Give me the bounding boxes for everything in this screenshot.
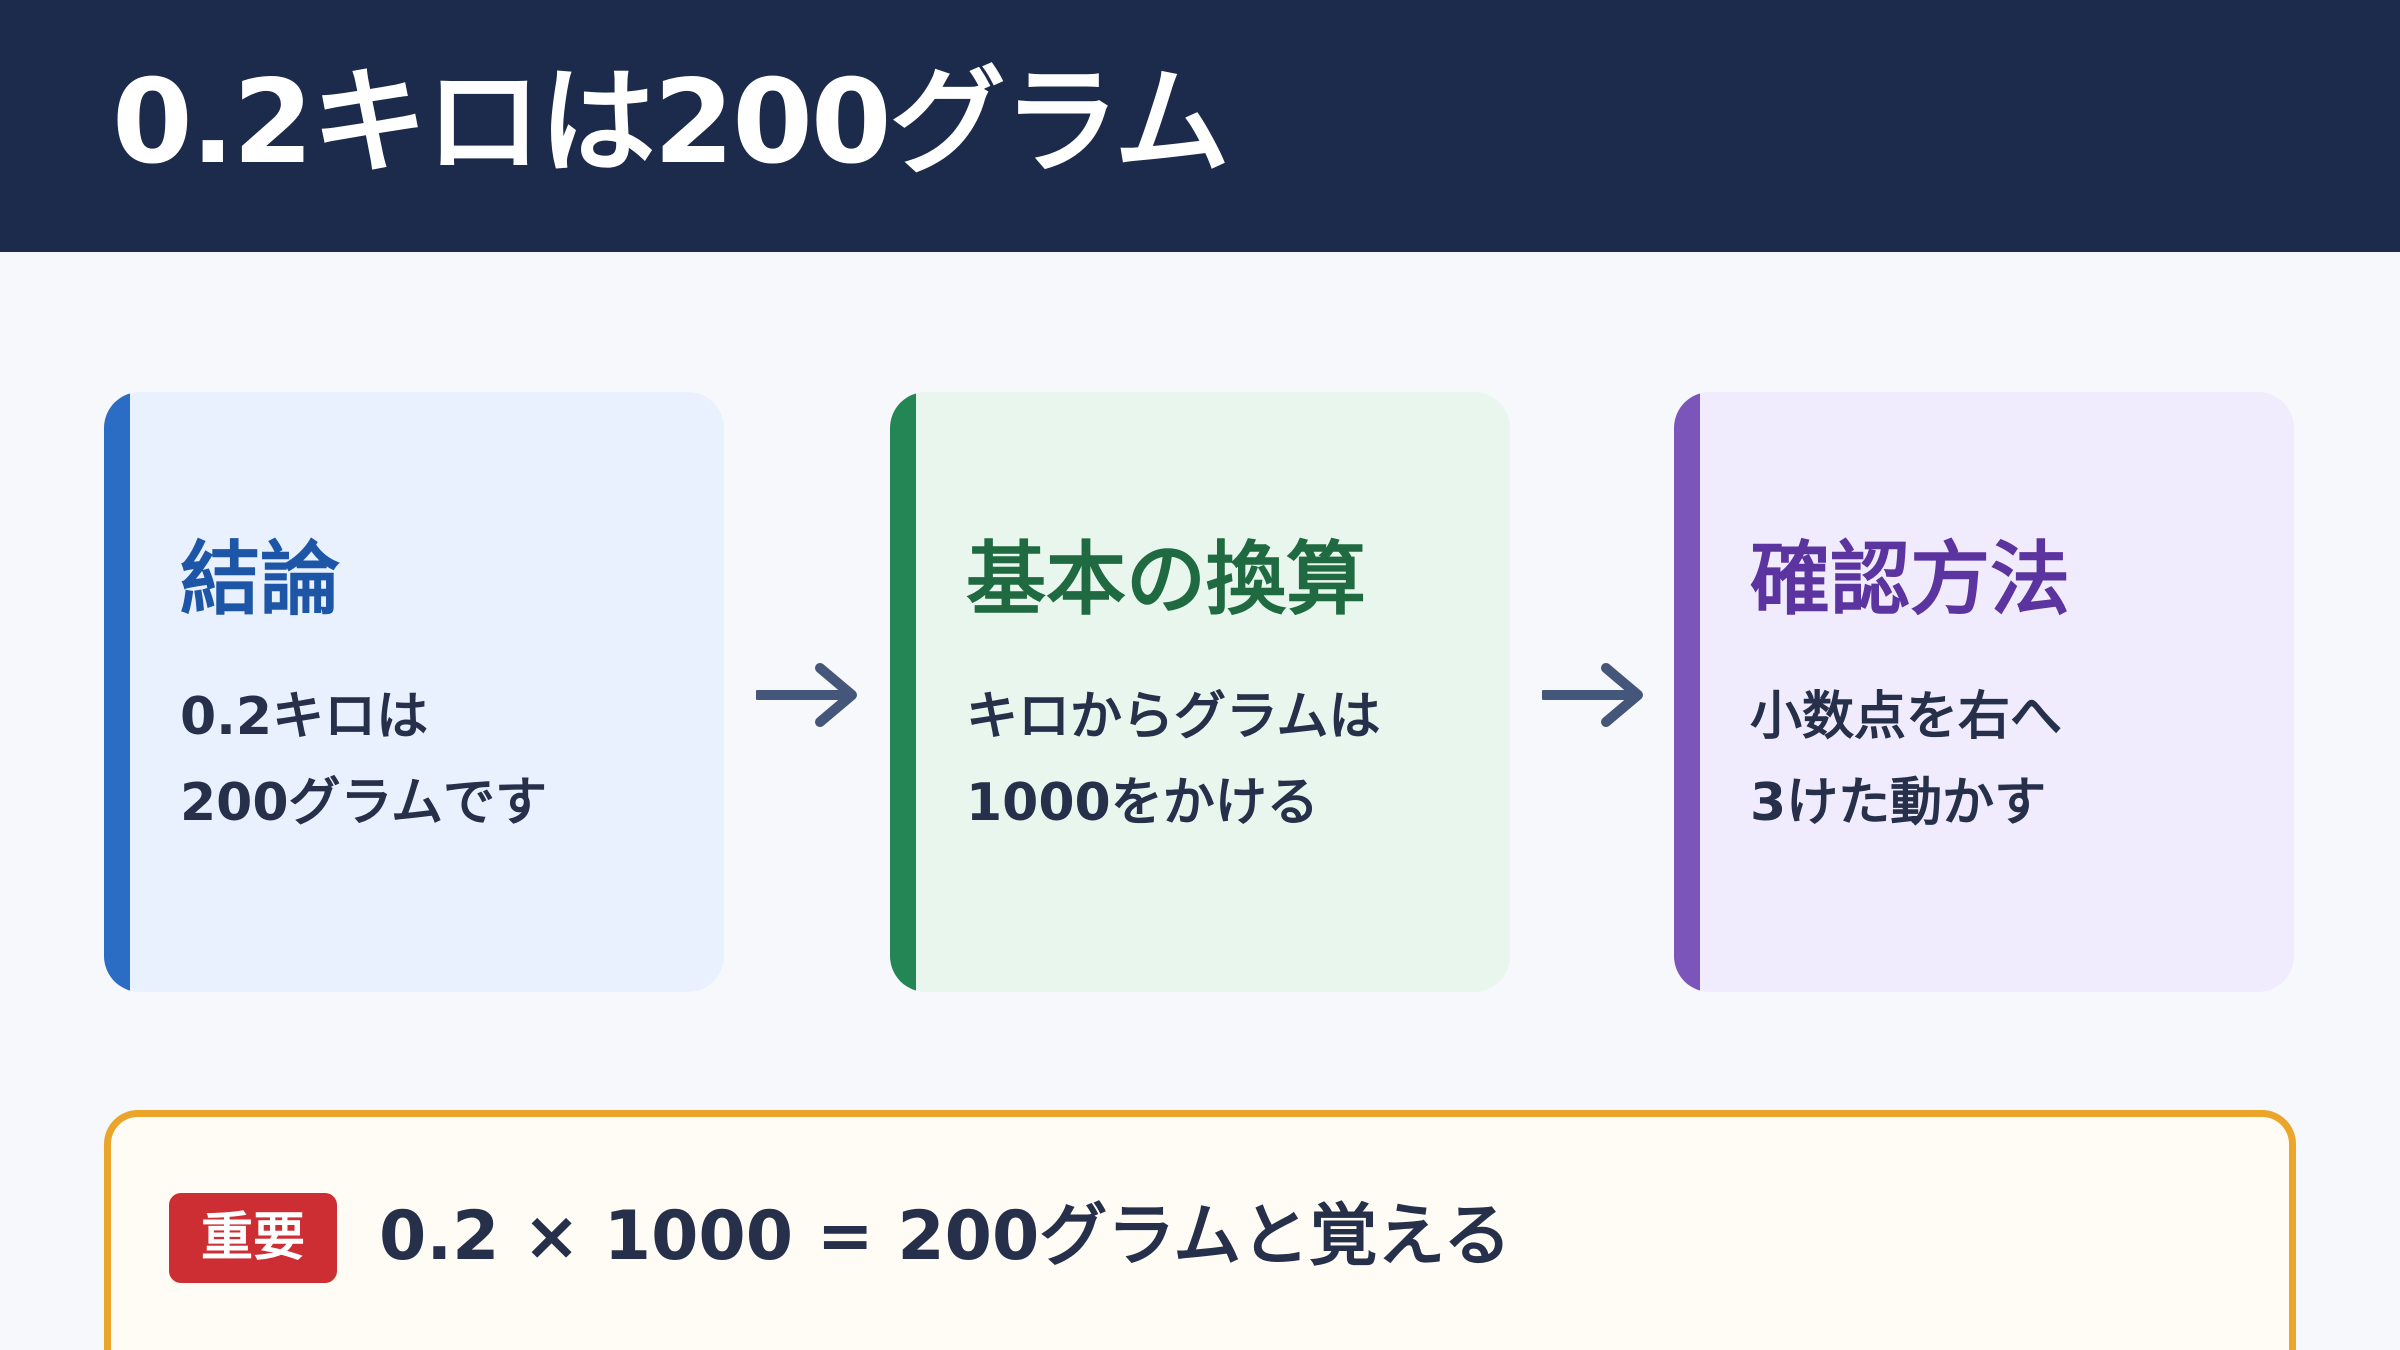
card-heading: 確認方法	[1750, 533, 2070, 626]
card-heading: 結論	[180, 533, 340, 626]
card-body-line: 200グラムです	[180, 773, 547, 833]
card-body: 小数点を右へ 3けた動かす	[1750, 674, 2062, 846]
card-body-line: 小数点を右へ	[1750, 687, 2063, 747]
card-body-line: キロからグラムは	[966, 687, 1381, 747]
note-text: 0.2 × 1000 = 200グラムと覚える	[379, 1197, 1512, 1276]
card-conclusion: 結論 0.2キロは 200グラムです	[104, 392, 724, 992]
card-heading: 基本の換算	[966, 533, 1366, 626]
important-note-box: 重要 0.2 × 1000 = 200グラムと覚える	[104, 1110, 2296, 1350]
card-body-line: 0.2キロは	[180, 687, 429, 747]
card-body-line: 3けた動かす	[1750, 773, 2047, 833]
card-body-line: 1000をかける	[966, 773, 1319, 833]
arrow-right-icon	[756, 663, 857, 727]
card-body: キロからグラムは 1000をかける	[966, 674, 1380, 846]
card-accent-bar	[1674, 392, 1700, 992]
header-banner: 0.2キロは200グラム	[0, 0, 2400, 252]
arrow-right-icon	[1542, 663, 1643, 727]
card-basic-conversion: 基本の換算 キロからグラムは 1000をかける	[890, 392, 1510, 992]
important-badge: 重要	[169, 1193, 337, 1283]
card-check-method: 確認方法 小数点を右へ 3けた動かす	[1674, 392, 2294, 992]
card-accent-bar	[104, 392, 130, 992]
card-body: 0.2キロは 200グラムです	[180, 674, 547, 846]
card-accent-bar	[890, 392, 916, 992]
page-title: 0.2キロは200グラム	[112, 55, 1230, 190]
